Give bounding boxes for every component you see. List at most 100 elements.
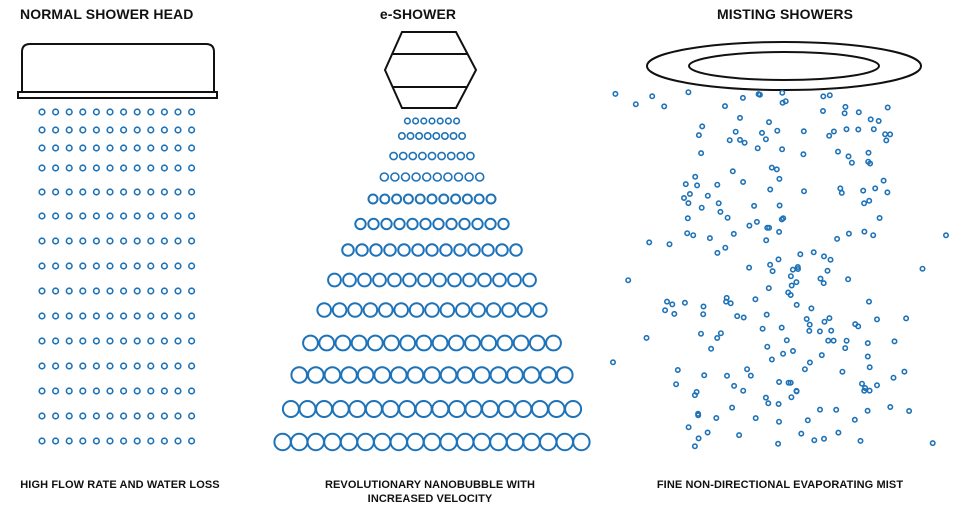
- water-droplet: [51, 164, 60, 172]
- water-droplet: [38, 387, 46, 395]
- misting-ring-icon: [646, 41, 922, 91]
- nanobubble: [422, 432, 442, 452]
- water-droplet: [92, 262, 100, 270]
- mist-droplet: [643, 334, 650, 341]
- shower-head-icon: [17, 43, 218, 99]
- nanobubble: [406, 132, 415, 141]
- mist-droplet: [857, 437, 864, 444]
- mist-droplet: [800, 188, 807, 195]
- mist-droplet: [704, 192, 711, 199]
- water-droplet: [51, 262, 60, 270]
- mist-droplet: [843, 337, 850, 344]
- water-droplet: [147, 188, 155, 196]
- water-droplet: [160, 188, 168, 196]
- nanobubble: [281, 400, 300, 418]
- water-droplet: [65, 287, 73, 295]
- nanobubble: [367, 193, 379, 205]
- water-droplet: [188, 108, 196, 116]
- water-droplet: [188, 312, 196, 320]
- nanobubble: [438, 193, 450, 205]
- mist-droplet: [729, 168, 736, 175]
- mist-droplet: [864, 407, 871, 414]
- water-droplet: [79, 312, 87, 320]
- water-droplet: [174, 312, 182, 320]
- nanobubble: [389, 151, 398, 161]
- water-droplet: [92, 387, 100, 395]
- water-droplet: [188, 212, 196, 220]
- nanobubble: [354, 217, 367, 231]
- water-droplet: [119, 312, 128, 320]
- nanobubble: [406, 366, 425, 384]
- nanobubble: [423, 132, 432, 141]
- mist-droplet: [767, 186, 774, 193]
- mist-droplet: [842, 103, 849, 110]
- nanobubble: [462, 272, 477, 288]
- water-droplet: [79, 237, 87, 245]
- mist-droplet: [685, 200, 692, 207]
- mist-droplet: [861, 200, 868, 207]
- mist-droplet: [835, 429, 842, 436]
- mist-droplet: [798, 430, 805, 437]
- water-droplet: [51, 337, 60, 345]
- mist-droplet: [806, 359, 813, 366]
- mist-droplet: [826, 132, 833, 139]
- nanobubble: [432, 172, 443, 182]
- nanobubble: [379, 172, 390, 182]
- nanobubble: [455, 302, 471, 318]
- nanobubble: [378, 302, 394, 318]
- water-droplet: [92, 412, 100, 420]
- nanobubble: [458, 132, 467, 141]
- nanobubble: [306, 432, 325, 452]
- nanobubble: [302, 334, 319, 352]
- water-droplet: [92, 287, 100, 295]
- water-droplet: [119, 362, 128, 370]
- water-droplet: [51, 387, 60, 395]
- mist-droplet: [820, 253, 827, 260]
- mist-droplet: [759, 325, 766, 332]
- mist-droplet: [779, 146, 786, 153]
- water-droplet: [160, 412, 168, 420]
- mist-droplet: [797, 251, 804, 258]
- water-droplet: [133, 237, 141, 245]
- nanobubble: [477, 272, 492, 288]
- mist-droplet: [793, 388, 800, 395]
- nanobubble: [485, 302, 502, 318]
- mist-droplet: [698, 204, 705, 211]
- mist-droplet: [866, 197, 873, 204]
- water-droplet: [79, 287, 87, 295]
- nanobubble: [373, 432, 392, 452]
- e-shower-title: e-SHOWER: [379, 6, 457, 22]
- mist-droplet: [929, 440, 936, 447]
- nanobubble: [473, 193, 485, 205]
- nanobubble: [453, 243, 467, 257]
- water-droplet: [119, 412, 128, 420]
- nanobubble: [323, 432, 342, 452]
- nanobubble: [323, 366, 342, 384]
- nanobubble: [532, 302, 548, 318]
- nanobubble: [406, 217, 419, 231]
- water-droplet: [65, 387, 73, 395]
- water-droplet: [119, 262, 128, 270]
- water-droplet: [106, 108, 114, 116]
- nanobubble: [356, 366, 375, 384]
- mist-droplet: [736, 136, 743, 143]
- nanobubble: [432, 272, 447, 288]
- nanobubble: [350, 334, 368, 352]
- mist-droplet: [820, 435, 827, 442]
- water-droplet: [119, 237, 128, 245]
- water-droplet: [160, 387, 168, 395]
- mist-droplet: [691, 443, 698, 450]
- mist-droplet: [775, 440, 782, 447]
- nanobubble: [355, 243, 369, 257]
- mist-droplet: [806, 321, 813, 328]
- nanobubble: [474, 172, 485, 182]
- mist-droplet: [882, 131, 889, 138]
- nanobubble: [456, 432, 475, 452]
- nanobubble: [564, 400, 583, 418]
- mist-droplet: [751, 202, 758, 209]
- water-droplet: [51, 412, 60, 420]
- mist-droplet: [838, 189, 845, 196]
- mist-droplet: [776, 378, 783, 385]
- water-droplet: [92, 312, 100, 320]
